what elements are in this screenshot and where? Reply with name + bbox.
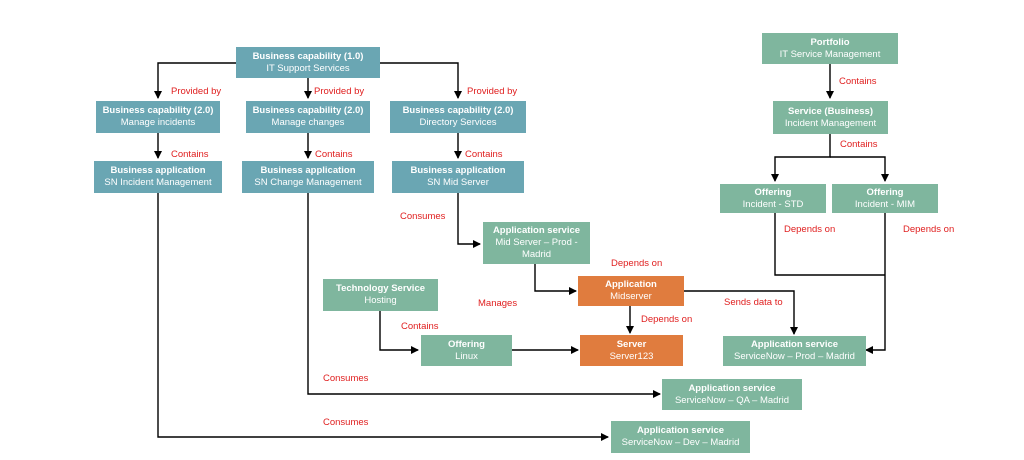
node-subtitle: Linux [455, 350, 478, 362]
node-subtitle: Incident - MIM [854, 198, 916, 210]
edge-service-offering-std [771, 134, 831, 182]
node-title: Portfolio [810, 36, 850, 48]
node-service-business: Service (Business) Incident Management [773, 101, 888, 134]
node-server: Server Server123 [580, 335, 683, 366]
edge-mim-to-prod [865, 213, 886, 354]
node-portfolio: Portfolio IT Service Management [762, 33, 898, 64]
node-subtitle: Hosting [364, 295, 397, 306]
node-title: Application [605, 279, 657, 290]
label-sends-data-to: Sends data to [724, 297, 783, 308]
node-title: Offering [754, 186, 792, 198]
edge-consumes-dev [157, 394, 609, 441]
label-provided-by: Provided by [171, 86, 222, 97]
node-title: Application service [636, 425, 725, 436]
node-title: Server [616, 338, 647, 350]
label-consumes: Consumes [400, 211, 446, 222]
edge-std-to-prod [774, 213, 885, 276]
node-ba-sn-incident: Business application SN Incident Managem… [94, 161, 222, 193]
node-subtitle: IT Service Management [779, 48, 881, 60]
node-subtitle: ServiceNow – Dev – Madrid [621, 437, 740, 448]
node-subtitle: Manage incidents [120, 117, 196, 128]
node-title: Application service [688, 382, 776, 394]
node-subtitle: IT Support Services [266, 62, 350, 74]
node-title: Business application [110, 165, 206, 176]
label-provided-by: Provided by [467, 86, 518, 97]
node-subtitle: SN Incident Management [104, 177, 212, 188]
edge-depends-on-application [534, 264, 577, 295]
node-bc-manage-changes: Business capability (2.0) Manage changes [246, 101, 370, 133]
node-subtitle: ServiceNow – Prod – Madrid [734, 351, 855, 362]
node-technology-service: Technology Service Hosting [323, 279, 438, 311]
label-depends-on: Depends on [784, 224, 836, 235]
node-subtitle: Midserver [610, 291, 652, 302]
node-subtitle: Server123 [609, 350, 654, 362]
label-manages: Manages [478, 298, 518, 309]
node-subtitle: SN Change Management [254, 177, 362, 188]
node-bc-directory-services: Business capability (2.0) Directory Serv… [390, 101, 526, 133]
edge-consumes-mid [457, 193, 481, 248]
label-consumes: Consumes [323, 417, 369, 428]
node-title: Offering [448, 338, 485, 350]
node-as-qa: Application service ServiceNow – QA – Ma… [662, 379, 802, 410]
node-subtitle: Mid Server – Prod - Madrid [495, 237, 578, 260]
label-depends-on: Depends on [641, 314, 693, 325]
label-contains: Contains [171, 149, 209, 160]
edge-provided-by-incidents [154, 62, 236, 99]
node-title: Business capability (2.0) [252, 105, 364, 116]
edge-sends-data-to [684, 290, 798, 335]
node-as-mid-server: Application service Mid Server – Prod - … [483, 222, 590, 264]
node-title: Business capability (1.0) [252, 50, 364, 62]
edge-contains-linux [379, 311, 419, 354]
node-as-dev: Application service ServiceNow – Dev – M… [611, 421, 750, 453]
node-title: Offering [866, 186, 904, 198]
node-title: Business application [260, 165, 356, 176]
node-offering-std: Offering Incident - STD [720, 184, 826, 213]
edge-service-offering-mim [830, 156, 889, 182]
node-ba-sn-mid: Business application SN Mid Server [392, 161, 524, 193]
node-title: Application service [750, 339, 839, 350]
node-title: Technology Service [335, 283, 426, 294]
label-provided-by: Provided by [314, 86, 365, 97]
node-title: Service (Business) [787, 105, 873, 117]
label-contains: Contains [840, 139, 878, 150]
node-title: Business application [410, 165, 506, 176]
node-bc-manage-incidents: Business capability (2.0) Manage inciden… [96, 101, 220, 133]
node-title: Application service [492, 225, 581, 236]
label-contains: Contains [465, 149, 503, 160]
node-ba-sn-change: Business application SN Change Managemen… [242, 161, 374, 193]
node-subtitle: Incident - STD [742, 198, 804, 210]
label-depends-on: Depends on [611, 258, 663, 269]
node-title: Business capability (2.0) [102, 105, 214, 116]
node-subtitle: SN Mid Server [427, 177, 489, 188]
edge-consumes-qa [307, 193, 661, 398]
label-contains: Contains [401, 321, 439, 332]
label-consumes: Consumes [323, 373, 369, 384]
node-subtitle: ServiceNow – QA – Madrid [674, 394, 790, 406]
node-bc-it-support: Business capability (1.0) IT Support Ser… [236, 47, 380, 78]
node-as-prod: Application service ServiceNow – Prod – … [723, 336, 866, 366]
node-offering-mim: Offering Incident - MIM [832, 184, 938, 213]
node-subtitle: Directory Services [419, 117, 497, 128]
label-contains: Contains [315, 149, 353, 160]
label-depends-on: Depends on [903, 224, 955, 235]
node-subtitle: Manage changes [271, 117, 345, 128]
node-title: Business capability (2.0) [402, 105, 514, 116]
node-subtitle: Incident Management [784, 117, 877, 129]
node-offering-linux: Offering Linux [421, 335, 512, 366]
label-contains: Contains [839, 76, 877, 87]
node-application-midserver: Application Midserver [578, 276, 684, 306]
edge-provided-by-directory [380, 62, 462, 99]
